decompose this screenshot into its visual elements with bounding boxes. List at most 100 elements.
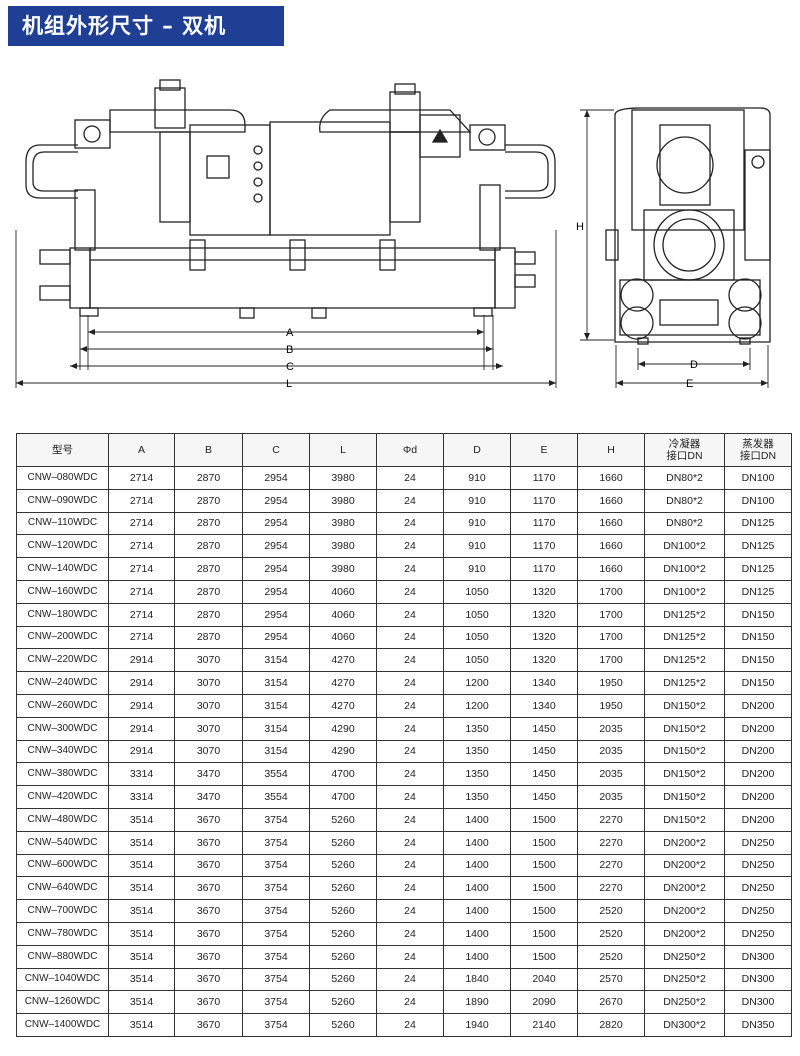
cell-b: 3670 [174,807,243,832]
cell-d: 1050 [443,602,511,627]
cell-condenser-dn: DN100*2 [644,557,725,581]
cell-a: 2914 [108,693,175,718]
cell-c: 3754 [242,876,310,901]
cell-e: 1320 [510,602,578,627]
cell-l: 3980 [309,557,377,581]
cell-d: 910 [443,488,511,513]
cell-condenser-dn: DN125*2 [644,648,725,673]
cell-model: CNW–640WDC [16,876,109,901]
cell-h: 1660 [577,534,645,559]
side-view [605,107,771,345]
cell-e: 1320 [510,648,578,673]
cell-h: 1700 [577,648,645,673]
cell-d: 1940 [443,1013,511,1037]
cell-l: 4060 [309,625,377,650]
cell-h: 2035 [577,716,645,741]
cell-evaporator-dn: DN300 [724,967,792,992]
cell-h: 1700 [577,625,645,650]
cell-l: 5260 [309,967,377,992]
dimension-arrows-front [16,329,556,386]
cell-h: 1950 [577,693,645,718]
cell-a: 3514 [108,944,175,969]
cell-e: 1340 [510,693,578,718]
cell-d: 910 [443,511,511,536]
cell-evaporator-dn: DN100 [724,488,792,513]
cell-a: 3514 [108,853,175,878]
cell-e: 2140 [510,1013,578,1037]
cell-l: 4290 [309,739,377,764]
cell-model: CNW–080WDC [16,466,109,490]
cell-l: 5260 [309,830,377,855]
cell-e: 1170 [510,557,578,581]
col-header-phi-d: Φd [376,433,444,467]
cell-model: CNW–090WDC [16,488,109,513]
dimension-table: 型号 A B C L Φd D E H 冷凝器 接口DN 蒸发器 接口DN CN… [16,433,792,1037]
cell-model: CNW–780WDC [16,921,109,946]
cell-l: 5260 [309,807,377,832]
cell-condenser-dn: DN200*2 [644,921,725,946]
cell-condenser-dn: DN80*2 [644,488,725,513]
cell-l: 5260 [309,1013,377,1037]
col-header-b: B [174,433,243,467]
cell-evaporator-dn: DN250 [724,853,792,878]
cell-e: 2090 [510,990,578,1015]
table-header-row: 型号 A B C L Φd D E H 冷凝器 接口DN 蒸发器 接口DN [16,433,792,467]
cell-phi-d: 24 [376,671,444,695]
cell-condenser-dn: DN125*2 [644,671,725,695]
cell-evaporator-dn: DN250 [724,876,792,901]
cell-condenser-dn: DN150*2 [644,807,725,832]
cell-model: CNW–1040WDC [16,967,109,992]
col-header-d: D [443,433,511,467]
cell-d: 1200 [443,671,511,695]
cell-a: 3514 [108,807,175,832]
cell-phi-d: 24 [376,990,444,1015]
cell-b: 3670 [174,830,243,855]
cell-b: 2870 [174,534,243,559]
cell-model: CNW–600WDC [16,853,109,878]
cell-condenser-dn: DN250*2 [644,967,725,992]
cell-evaporator-dn: DN250 [724,830,792,855]
cell-d: 1400 [443,921,511,946]
cell-phi-d: 24 [376,488,444,513]
cell-condenser-dn: DN150*2 [644,785,725,809]
cell-b: 2870 [174,488,243,513]
cell-d: 1350 [443,762,511,787]
cell-l: 3980 [309,534,377,559]
cell-d: 1840 [443,967,511,992]
cell-evaporator-dn: DN250 [724,899,792,923]
cell-h: 1700 [577,579,645,604]
cell-a: 2714 [108,466,175,490]
cell-phi-d: 24 [376,807,444,832]
cell-phi-d: 24 [376,625,444,650]
cell-a: 3514 [108,876,175,901]
cell-h: 2570 [577,967,645,992]
cell-a: 3514 [108,899,175,923]
cell-h: 2670 [577,990,645,1015]
dimension-lines-front [15,230,557,388]
cell-a: 3514 [108,830,175,855]
cell-evaporator-dn: DN150 [724,648,792,673]
cell-c: 2954 [242,488,310,513]
cell-e: 1500 [510,876,578,901]
cell-a: 3514 [108,921,175,946]
cell-l: 4700 [309,762,377,787]
cell-evaporator-dn: DN250 [724,921,792,946]
cell-a: 2914 [108,716,175,741]
cell-condenser-dn: DN100*2 [644,534,725,559]
cell-h: 2520 [577,899,645,923]
cell-l: 3980 [309,511,377,536]
cell-c: 3754 [242,807,310,832]
cell-evaporator-dn: DN125 [724,511,792,536]
cell-evaporator-dn: DN200 [724,693,792,718]
